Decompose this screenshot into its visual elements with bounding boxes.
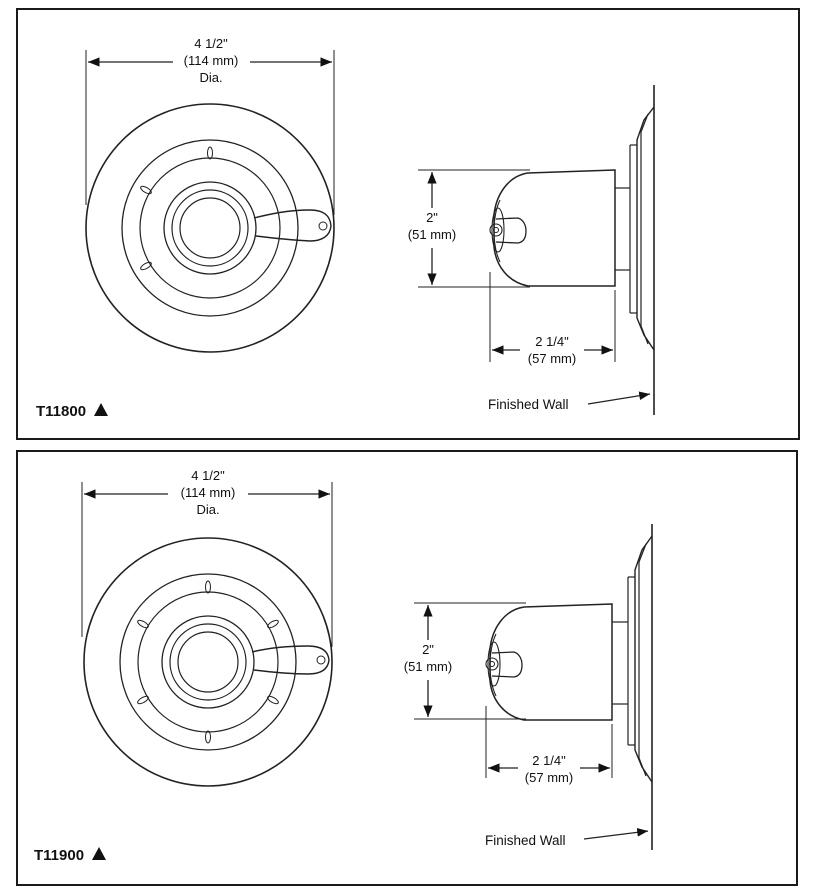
triangle-icon (94, 403, 108, 416)
depth-dimension: 2 1/4" (57 mm) (489, 272, 616, 366)
height-dimension: 2" (51 mm) (408, 169, 530, 288)
triangle-icon (92, 847, 106, 860)
panel-t11800: 4 1/2" (114 mm) Dia. (16, 8, 800, 440)
model-label: T11900 (34, 847, 106, 864)
depth-mm: (57 mm) (528, 351, 576, 366)
diagram-t11900: 4 1/2" (114 mm) Dia. (34, 468, 653, 864)
height-inch: 2" (426, 210, 438, 225)
finished-wall-callout: Finished Wall (488, 391, 651, 412)
height-mm: (51 mm) (404, 659, 452, 674)
finished-wall-label: Finished Wall (485, 833, 566, 848)
front-view-escutcheon (85, 103, 335, 353)
front-view-escutcheon (83, 537, 333, 787)
diameter-dia: Dia. (196, 502, 219, 517)
diameter-mm: (114 mm) (184, 53, 239, 68)
side-view (489, 85, 655, 415)
height-inch: 2" (422, 642, 434, 657)
depth-inch: 2 1/4" (535, 334, 569, 349)
model-label: T11800 (36, 403, 108, 420)
diameter-inch: 4 1/2" (194, 36, 228, 51)
panel-t11900: 4 1/2" (114 mm) Dia. (16, 450, 798, 886)
diameter-inch: 4 1/2" (191, 468, 225, 483)
model-number: T11800 (36, 403, 86, 420)
side-view (485, 524, 653, 850)
diameter-mm: (114 mm) (181, 485, 236, 500)
depth-dimension: 2 1/4" (57 mm) (485, 706, 613, 785)
diameter-dia: Dia. (199, 70, 222, 85)
depth-inch: 2 1/4" (532, 753, 566, 768)
height-mm: (51 mm) (408, 227, 456, 242)
finished-wall-callout: Finished Wall (485, 828, 649, 848)
model-number: T11900 (34, 847, 84, 864)
diameter-dimension: 4 1/2" (114 mm) Dia. (85, 36, 335, 215)
height-dimension: 2" (51 mm) (404, 602, 526, 720)
diagram-t11800: 4 1/2" (114 mm) Dia. (36, 36, 655, 420)
finished-wall-label: Finished Wall (488, 397, 569, 412)
depth-mm: (57 mm) (525, 770, 573, 785)
diameter-dimension: 4 1/2" (114 mm) Dia. (81, 468, 333, 647)
